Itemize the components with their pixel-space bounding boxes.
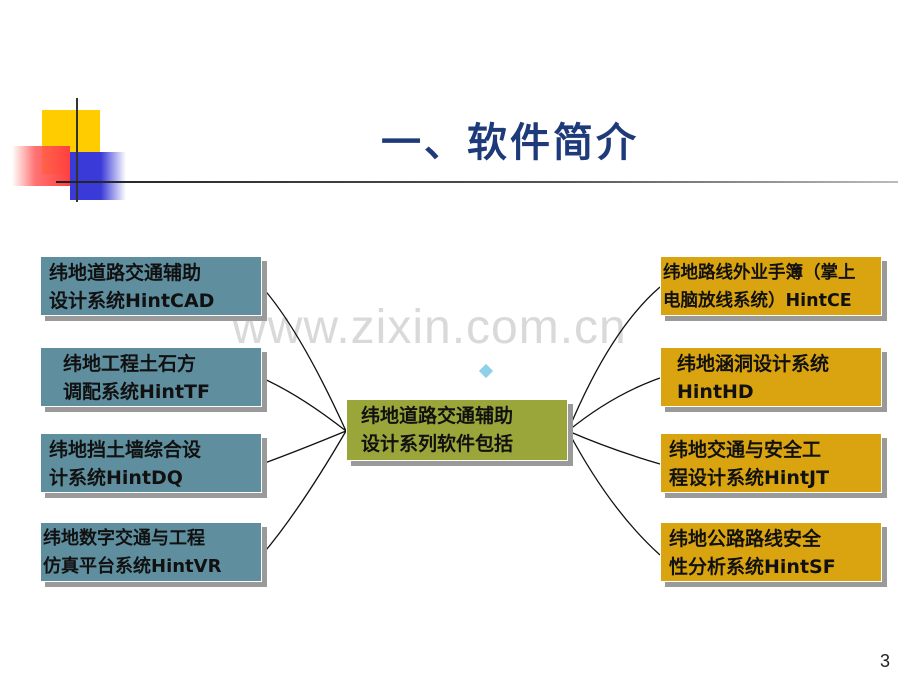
- page-number: 3: [879, 651, 890, 671]
- connector-right-1: [567, 286, 661, 432]
- decor-red-square: [12, 146, 70, 186]
- connector-left-3: [261, 430, 347, 465]
- right-item-line2: 电脑放线系统）HintCE: [663, 291, 852, 311]
- right-item-line1: 纬地路线外业手簿（掌上: [663, 263, 856, 283]
- left-item-line1: 纬地工程土石方: [63, 353, 197, 375]
- right-item-line1: 纬地涵洞设计系统: [677, 353, 830, 375]
- connector-left-4: [261, 430, 347, 556]
- left-item-hintcad: 纬地道路交通辅助 设计系统HintCAD: [40, 256, 262, 316]
- center-line2: 设计系列软件包括: [361, 433, 514, 455]
- right-item-line2: 程设计系统HintJT: [669, 467, 830, 489]
- left-item-line1: 纬地挡土墙综合设: [49, 439, 202, 461]
- left-item-line2: 调配系统HintTF: [63, 381, 210, 403]
- left-item-line2: 计系统HintDQ: [49, 467, 183, 489]
- connector-right-4: [567, 430, 661, 556]
- watermark: www.zixin.com.cn: [232, 301, 627, 354]
- right-item-line2: HintHD: [677, 381, 754, 403]
- right-item-line2: 性分析系统HintSF: [669, 556, 836, 578]
- left-item-hintvr: 纬地数字交通与工程 仿真平台系统HintVR: [40, 522, 262, 582]
- right-item-hintce: 纬地路线外业手簿（掌上 电脑放线系统）HintCE: [660, 256, 882, 316]
- connector-left-1: [261, 286, 347, 432]
- left-item-hintdq: 纬地挡土墙综合设 计系统HintDQ: [40, 433, 262, 493]
- right-item-line1: 纬地公路路线安全: [669, 528, 822, 550]
- right-item-hintsf: 纬地公路路线安全 性分析系统HintSF: [660, 522, 882, 582]
- decor-blue-square: [70, 152, 126, 200]
- right-item-line1: 纬地交通与安全工: [669, 439, 822, 461]
- left-item-line2: 仿真平台系统HintVR: [43, 556, 222, 577]
- left-item-line1: 纬地道路交通辅助: [49, 262, 202, 284]
- decor-vertical-line: [76, 98, 78, 202]
- left-item-line1: 纬地数字交通与工程: [43, 528, 205, 549]
- left-item-hinttf: 纬地工程土石方 调配系统HintTF: [40, 347, 262, 407]
- center-line1: 纬地道路交通辅助: [361, 405, 514, 427]
- slide-title: 一、软件简介: [381, 120, 639, 166]
- center-software-package: 纬地道路交通辅助 设计系列软件包括: [346, 399, 568, 461]
- title-underline: [56, 181, 898, 183]
- connector-left-2: [261, 377, 347, 432]
- left-item-line2: 设计系统HintCAD: [49, 290, 215, 312]
- connector-right-2: [567, 377, 661, 432]
- right-item-hinthd: 纬地涵洞设计系统 HintHD: [660, 347, 882, 407]
- right-item-hintjt: 纬地交通与安全工 程设计系统HintJT: [660, 433, 882, 493]
- connector-right-3: [567, 430, 661, 465]
